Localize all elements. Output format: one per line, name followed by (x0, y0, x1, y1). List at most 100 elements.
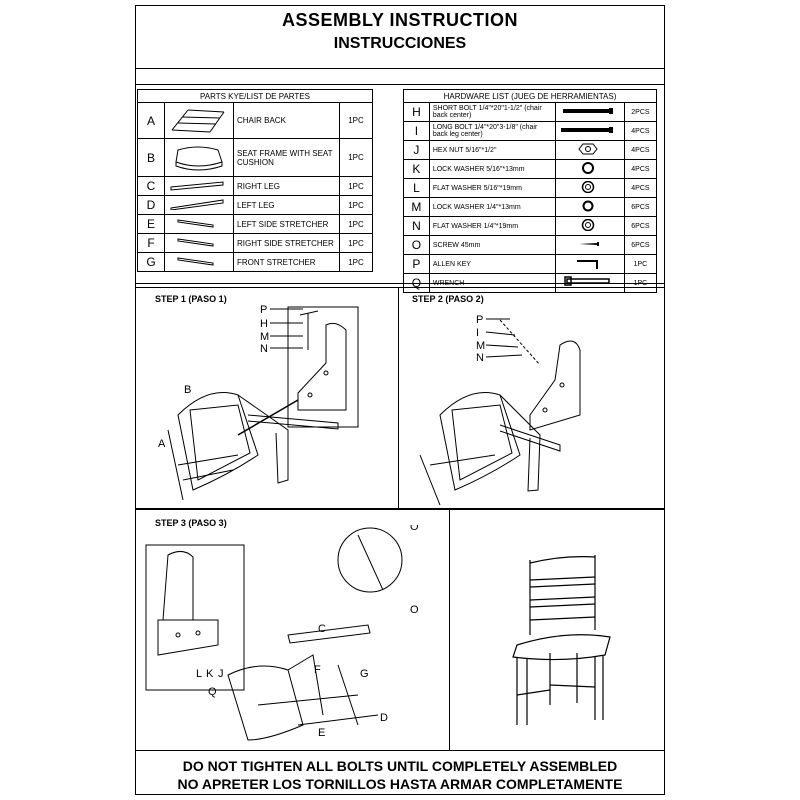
label-l: L (196, 668, 202, 680)
label-m2: M (476, 340, 485, 352)
warning-english: DO NOT TIGHTEN ALL BOLTS UNTIL COMPLETEL… (182, 758, 618, 774)
hex-nut-icon (555, 140, 625, 160)
hw-qty: 6PCS (623, 235, 658, 255)
label-j: J (218, 668, 224, 680)
long-bolt-icon (555, 121, 625, 141)
assembled-chair-diagram (512, 555, 611, 725)
step2-heading: STEP 2 (PASO 2) (412, 294, 484, 304)
title-box (135, 5, 665, 69)
hw-name: LONG BOLT 1/4"*20"3-1/8" (chair back leg… (428, 121, 557, 141)
hw-qty: 6PCS (623, 216, 658, 236)
part-letter: G (137, 252, 165, 272)
step3-diagram: O O C F G D E L K J Q (145, 525, 419, 741)
seat-cushion-icon (164, 138, 234, 177)
label-k: K (206, 668, 214, 680)
hw-letter: J (403, 140, 430, 160)
label-n: N (260, 343, 268, 355)
left-leg-icon (164, 195, 234, 215)
hw-qty: 4PCS (623, 178, 658, 198)
hw-name: SCREW 45mm (428, 235, 557, 255)
part-qty: 1PC (339, 102, 373, 139)
part-letter: F (137, 233, 165, 253)
hw-qty: 1PC (623, 273, 658, 293)
hw-letter: Q (403, 273, 430, 293)
lock-washer-icon (555, 197, 625, 217)
label-h: H (260, 318, 268, 330)
label-p2: P (476, 314, 483, 326)
label-i: I (476, 327, 479, 339)
lock-washer-icon (555, 159, 625, 179)
label-o2: O (410, 604, 419, 616)
page-subtitle: INSTRUCCIONES (333, 35, 467, 52)
lists-box (135, 84, 665, 284)
hw-name: FLAT WASHER 5/16"*19mm (428, 178, 557, 198)
part-letter: D (137, 195, 165, 215)
left-stretcher-icon (164, 214, 234, 234)
hw-qty: 1PC (623, 254, 658, 274)
hardware-header: HARDWARE LIST (JUEG DE HERRAMIENTAS) (403, 89, 657, 103)
chair-back-icon (164, 102, 234, 139)
part-qty: 1PC (339, 176, 373, 196)
part-name: LEFT LEG (233, 195, 340, 215)
hw-name: SHORT BOLT 1/4"*20"1-1/2" (chair back ce… (428, 102, 557, 122)
front-stretcher-icon (164, 252, 234, 272)
label-m: M (260, 331, 269, 343)
hw-name: WRENCH (428, 273, 557, 293)
step1-diagram: B A P H M N (158, 305, 359, 501)
flat-washer-icon (555, 178, 625, 198)
part-qty: 1PC (339, 214, 373, 234)
allen-key-icon (555, 254, 625, 274)
label-q: Q (208, 686, 217, 698)
parts-header: PARTS KYE/LIST DE PARTES (137, 89, 373, 103)
hw-qty: 2PCS (623, 102, 658, 122)
part-name: RIGHT LEG (233, 176, 340, 196)
hw-letter: N (403, 216, 430, 236)
part-name: RIGHT SIDE STRETCHER (233, 233, 340, 253)
page-title: ASSEMBLY INSTRUCTION (281, 10, 519, 30)
step1-heading: STEP 1 (PASO 1) (155, 294, 227, 304)
hw-letter: H (403, 102, 430, 122)
hw-name: HEX NUT 5/16"*1/2" (428, 140, 557, 160)
part-qty: 1PC (339, 138, 373, 177)
hw-letter: O (403, 235, 430, 255)
hw-name: ALLEN KEY (428, 254, 557, 274)
short-bolt-icon (555, 102, 625, 122)
label-f: F (314, 664, 321, 676)
part-name: LEFT SIDE STRETCHER (233, 214, 340, 234)
steps-divider (398, 287, 399, 509)
hw-name: LOCK WASHER 5/16"*13mm (428, 159, 557, 179)
part-name: CHAIR BACK (233, 102, 340, 139)
label-o: O (410, 525, 419, 533)
part-letter: B (137, 138, 165, 177)
hw-qty: 4PCS (623, 159, 658, 179)
steps-top-box (135, 287, 665, 509)
wrench-icon (555, 273, 625, 293)
part-qty: 1PC (339, 233, 373, 253)
part-qty: 1PC (339, 252, 373, 272)
hw-name: LOCK WASHER 1/4"*13mm (428, 197, 557, 217)
right-leg-icon (164, 176, 234, 196)
hw-name: FLAT WASHER 1/4"*19mm (428, 216, 557, 236)
hw-qty: 6PCS (623, 197, 658, 217)
label-p: P (260, 305, 267, 316)
label-b: B (184, 384, 191, 396)
part-name: FRONT STRETCHER (233, 252, 340, 272)
right-stretcher-icon (164, 233, 234, 253)
step3-divider (449, 509, 450, 751)
step3-box (135, 509, 665, 751)
warning-spanish: NO APRETER LOS TORNILLOS HASTA ARMAR COM… (177, 776, 623, 792)
hw-qty: 4PCS (623, 140, 658, 160)
label-g: G (360, 668, 369, 680)
hw-letter: L (403, 178, 430, 198)
screw-icon (555, 235, 625, 255)
part-qty: 1PC (339, 195, 373, 215)
label-n2: N (476, 352, 484, 364)
label-a: A (158, 438, 166, 450)
step2-diagram: P I M N (419, 314, 581, 505)
label-d: D (380, 712, 388, 724)
hw-letter: K (403, 159, 430, 179)
label-e: E (318, 727, 325, 739)
part-letter: A (137, 102, 165, 139)
